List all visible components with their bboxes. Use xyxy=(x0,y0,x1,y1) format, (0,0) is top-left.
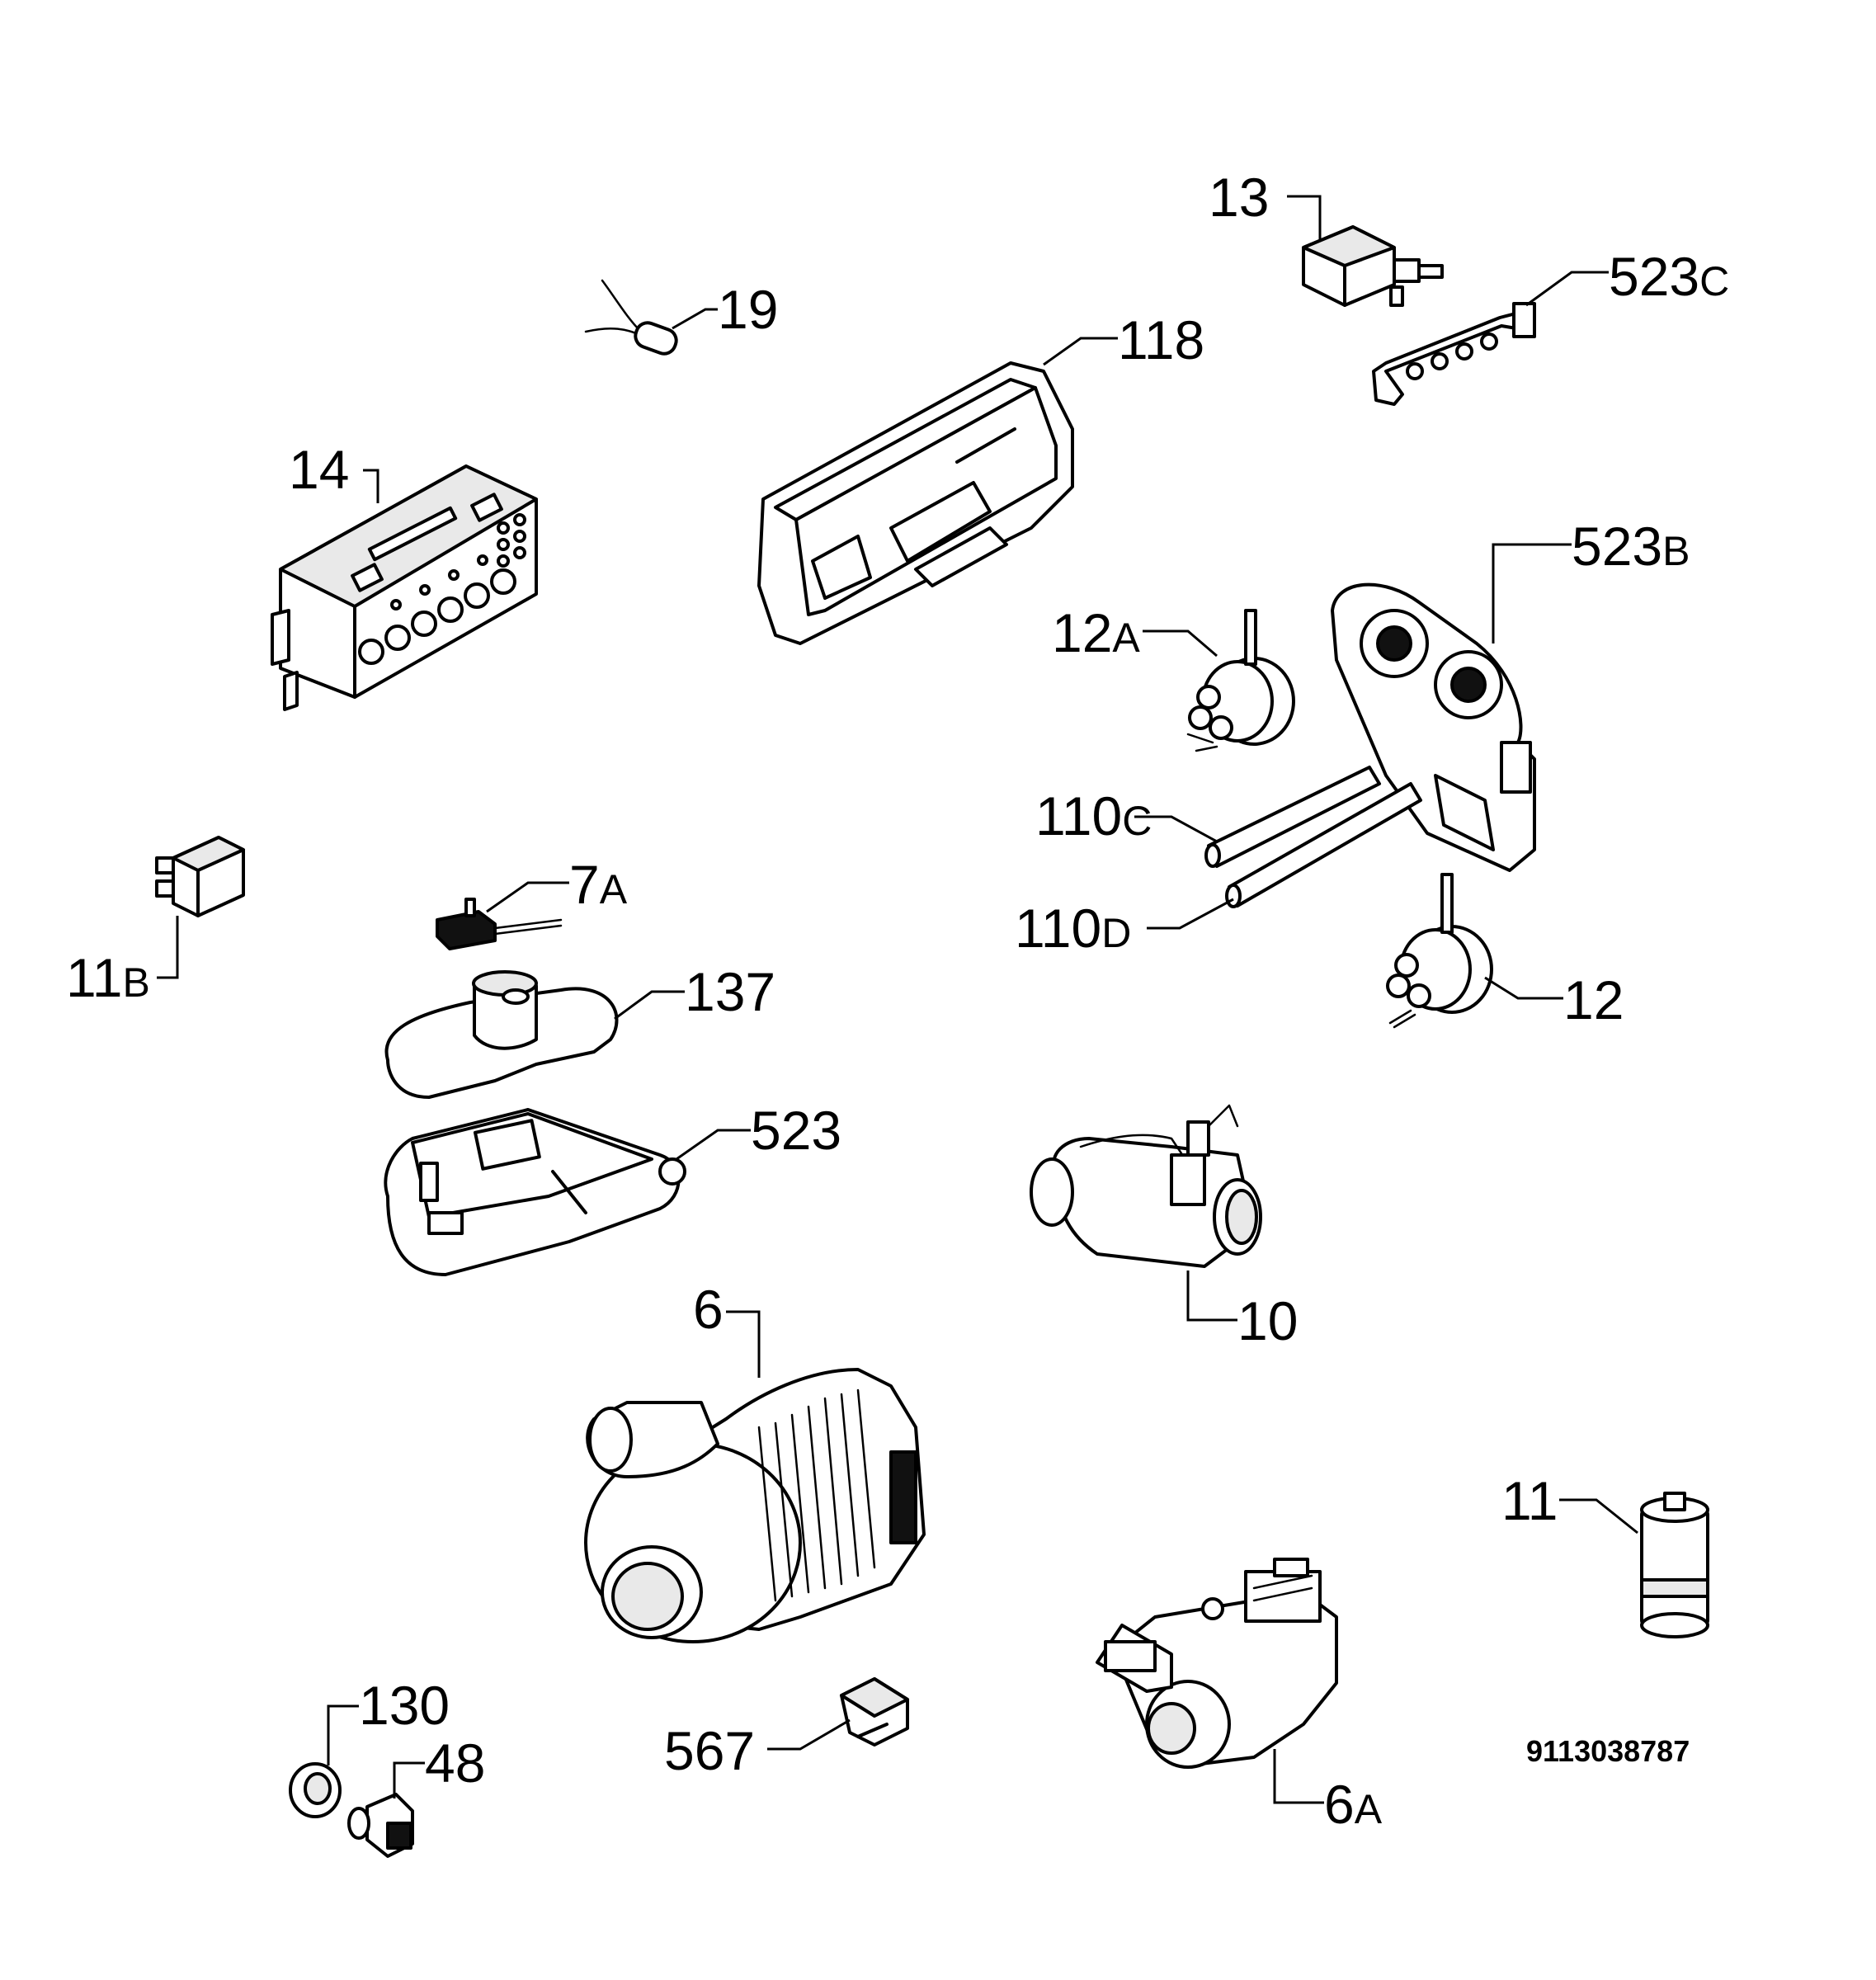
label-6: 6 xyxy=(693,1279,724,1340)
label-110d: 110D xyxy=(1015,898,1131,959)
leader-523 xyxy=(676,1129,751,1161)
label-13: 13 xyxy=(1209,167,1269,228)
part-14-electronic-module xyxy=(271,464,538,711)
leader-110d xyxy=(1147,898,1234,930)
leader-11b xyxy=(157,916,179,979)
label-110c: 110C xyxy=(1035,785,1152,846)
part-523-float-housing xyxy=(384,1108,686,1276)
leader-118 xyxy=(1043,337,1118,366)
leader-523c xyxy=(1525,271,1609,307)
part-10-heater xyxy=(1030,1104,1262,1268)
part-13-switch xyxy=(1302,225,1444,307)
part-12a-pressure-switch xyxy=(1186,609,1295,752)
leader-48 xyxy=(393,1761,425,1798)
label-6a: 6A xyxy=(1324,1774,1383,1835)
leader-137 xyxy=(614,990,685,1021)
label-14: 14 xyxy=(289,439,349,500)
leader-6a xyxy=(1273,1749,1324,1804)
part-130-seal-ring xyxy=(289,1762,342,1818)
leader-12a xyxy=(1143,629,1218,658)
leader-13 xyxy=(1287,195,1322,239)
leader-110c xyxy=(1134,815,1218,843)
part-6a-drain-pump xyxy=(1096,1558,1338,1769)
label-7a: 7A xyxy=(569,854,628,915)
label-523b: 523B xyxy=(1572,516,1690,577)
label-130: 130 xyxy=(359,1675,450,1736)
label-11: 11 xyxy=(1501,1470,1558,1531)
label-567: 567 xyxy=(664,1720,755,1781)
part-118-panel-housing xyxy=(757,361,1074,645)
label-12: 12 xyxy=(1563,969,1624,1030)
leader-6 xyxy=(726,1310,761,1378)
part-6-circulation-motor xyxy=(584,1368,926,1643)
leader-10 xyxy=(1186,1270,1237,1322)
part-7a-thermostat xyxy=(436,898,563,950)
leader-14 xyxy=(363,469,379,503)
label-12a: 12A xyxy=(1052,602,1140,663)
part-567-clip xyxy=(840,1677,909,1747)
leader-130 xyxy=(327,1704,359,1766)
part-110c-hose xyxy=(1204,766,1381,868)
part-12-pressure-switch xyxy=(1386,873,1493,1029)
part-48-plug xyxy=(347,1793,414,1858)
label-11b: 11B xyxy=(66,947,150,1008)
part-11b-relay xyxy=(155,836,245,917)
leader-11 xyxy=(1559,1498,1638,1534)
part-19-sensor xyxy=(584,279,678,356)
leader-12 xyxy=(1484,976,1563,1000)
part-137-cover xyxy=(384,970,619,1099)
label-523: 523 xyxy=(751,1100,841,1161)
leader-523b xyxy=(1492,543,1572,644)
label-137: 137 xyxy=(685,961,775,1022)
label-19: 19 xyxy=(718,279,778,340)
leader-567 xyxy=(767,1718,851,1751)
label-10: 10 xyxy=(1237,1290,1298,1351)
diagram-code: 9113038787 xyxy=(1526,1734,1690,1768)
part-523b-bracket xyxy=(1331,582,1536,872)
label-48: 48 xyxy=(425,1732,485,1794)
label-118: 118 xyxy=(1118,309,1204,370)
part-523c-bracket xyxy=(1372,302,1536,406)
leader-19 xyxy=(672,308,718,330)
part-110d-hose xyxy=(1225,782,1422,908)
label-523c: 523C xyxy=(1609,246,1729,307)
part-11-capacitor xyxy=(1640,1492,1709,1638)
leader-7a xyxy=(486,881,569,913)
